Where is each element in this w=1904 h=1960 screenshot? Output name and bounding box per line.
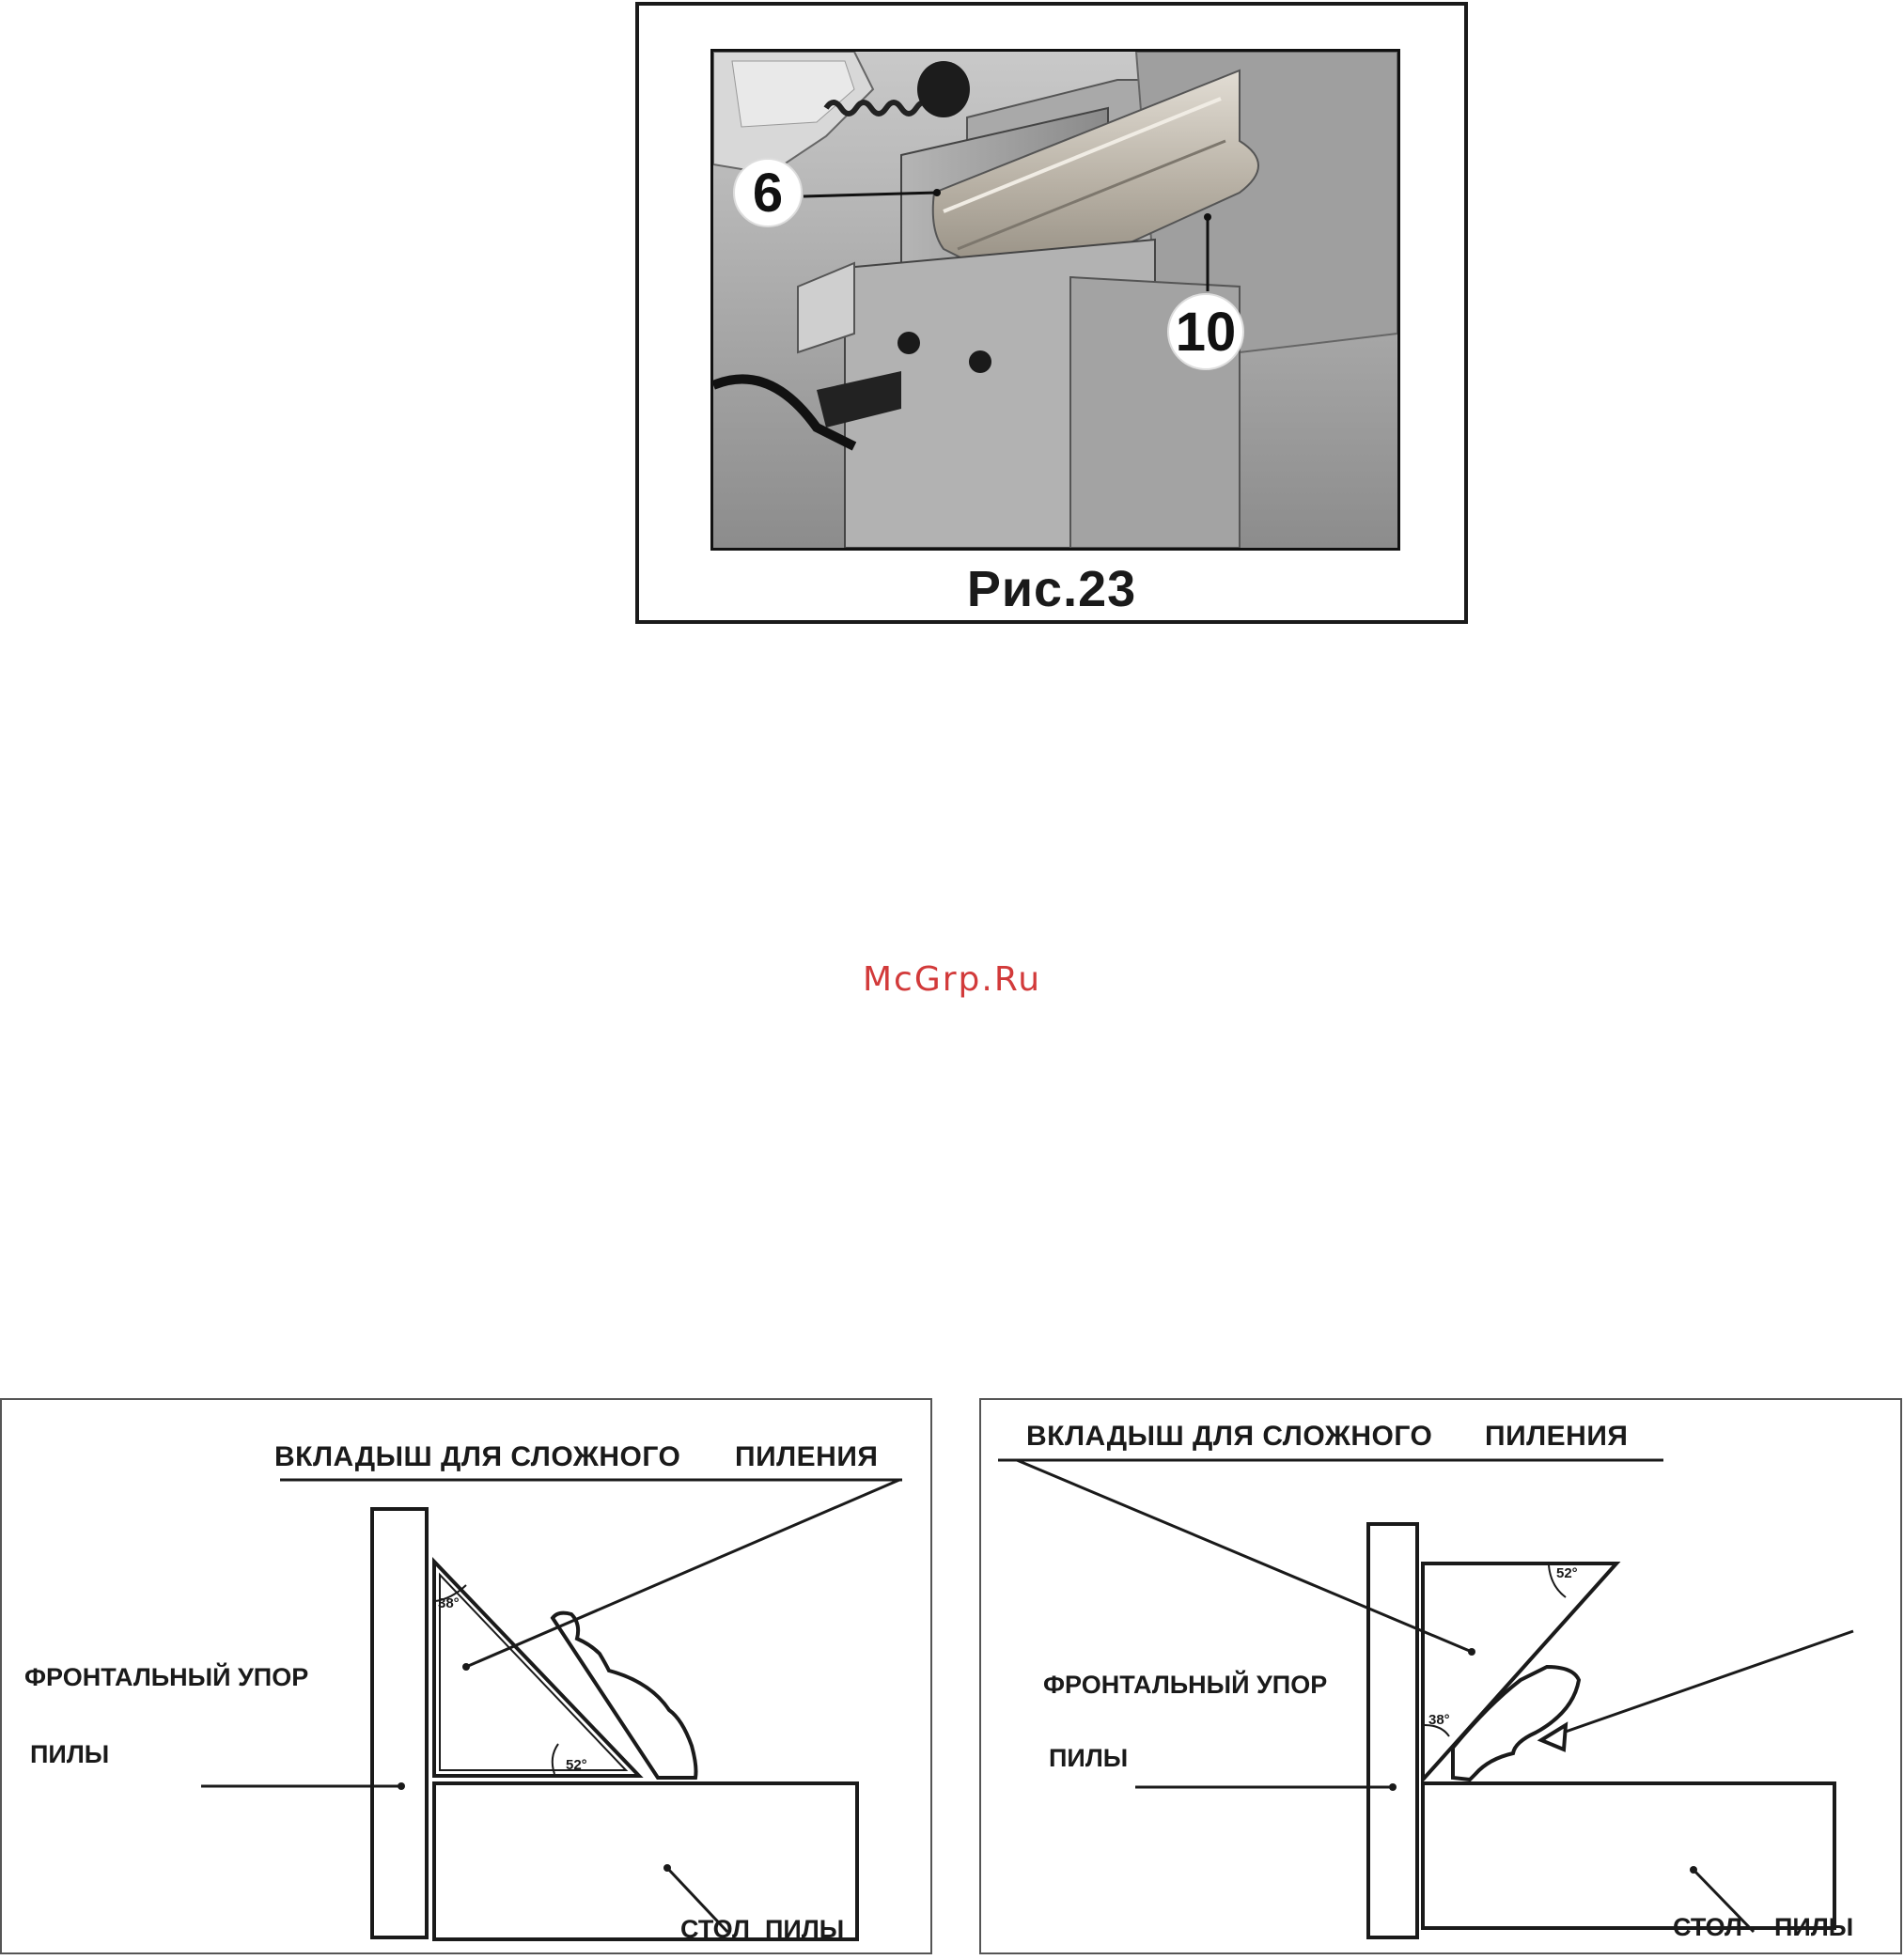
table-label-part2: ПИЛЫ [1774, 1913, 1853, 1942]
miter-saw-illustration [713, 52, 1397, 548]
diagram-compound-insert-left: ВКЛАДЫШ ДЛЯ СЛОЖНОГО ПИЛЕНИЯ ФРОНТАЛЬНЫЙ… [0, 1398, 932, 1954]
angle-label-52: 52° [566, 1757, 587, 1773]
fence-label-part2: ПИЛЫ [1049, 1744, 1128, 1773]
molding-profile [1453, 1667, 1579, 1780]
watermark: McGrp.Ru [0, 960, 1904, 999]
fence-label-part1: ФРОНТАЛЬНЫЙ УПОР [1043, 1671, 1327, 1700]
diagram-compound-insert-right: ВКЛАДЫШ ДЛЯ СЛОЖНОГО ПИЛЕНИЯ ФРОНТАЛЬНЫЙ… [979, 1398, 1902, 1954]
fence-shape [1368, 1524, 1417, 1937]
table-shape [1423, 1783, 1834, 1928]
figure-23: 6 10 Рис.23 [635, 2, 1468, 624]
table-label-part1: СТОЛ [1673, 1913, 1742, 1942]
callout-10-label: 10 [1168, 301, 1243, 364]
fence-label-part2: ПИЛЫ [30, 1740, 109, 1769]
fence-shape [372, 1509, 427, 1937]
miter-saw-photo: 6 10 [710, 49, 1400, 551]
insert-label-part1: ВКЛАДЫШ ДЛЯ СЛОЖНОГО [1026, 1421, 1432, 1453]
molding-profile [553, 1613, 696, 1778]
insert-label-part2: ПИЛЕНИЯ [1485, 1421, 1628, 1453]
angle-label-38: 38° [1428, 1712, 1450, 1728]
insert-label-part1: ВКЛАДЫШ ДЛЯ СЛОЖНОГО [274, 1441, 680, 1473]
table-label-part2: ПИЛЫ [765, 1915, 844, 1944]
fence-label-part1: ФРОНТАЛЬНЫЙ УПОР [24, 1663, 308, 1692]
insert-label-part2: ПИЛЕНИЯ [735, 1441, 878, 1473]
angle-label-52: 52° [1556, 1565, 1578, 1581]
angle-label-38: 38° [438, 1595, 460, 1611]
table-label-part1: СТОЛ [680, 1915, 750, 1944]
callout-6-label: 6 [741, 162, 794, 225]
figure-caption: Рис.23 [639, 560, 1464, 618]
